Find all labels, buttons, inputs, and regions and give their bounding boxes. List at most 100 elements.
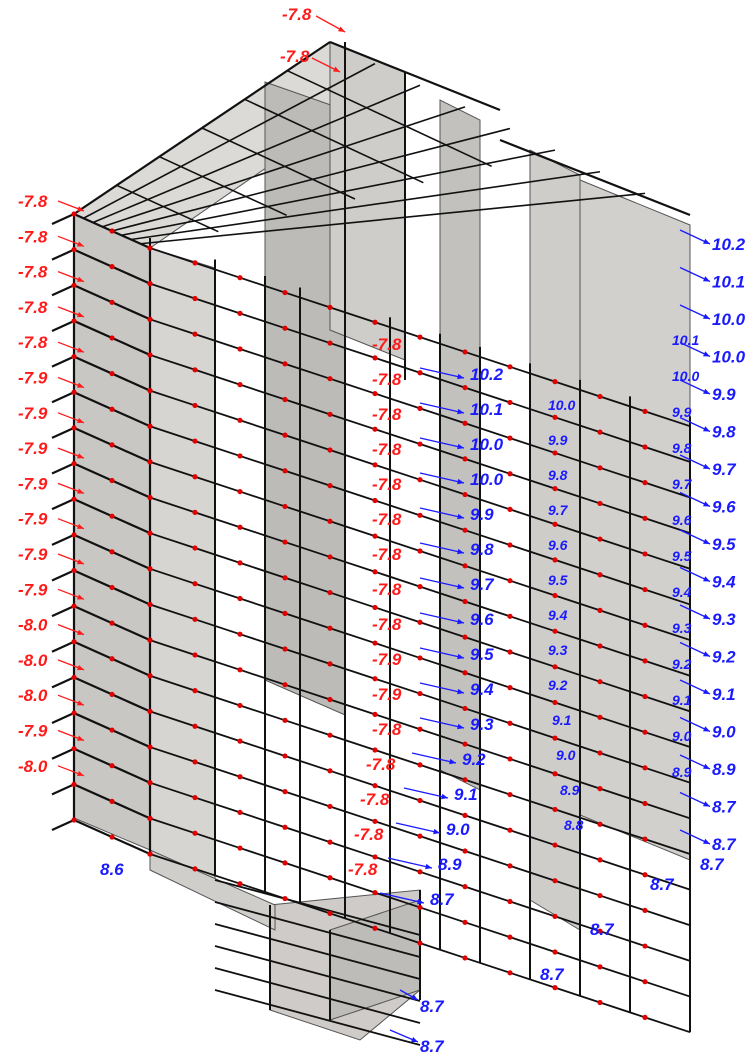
floor-beam-front: [509, 365, 556, 383]
frame-node: [71, 674, 77, 681]
displacement-label: -8.0: [18, 757, 48, 776]
floor-beam-front: [374, 570, 421, 588]
floor-beam-front: [509, 437, 556, 454]
floor-beam-front: [329, 734, 376, 751]
frame-node: [507, 685, 513, 691]
displacement-arrow: [411, 752, 457, 764]
floor-beam-front: [599, 502, 646, 520]
frame-node: [507, 435, 513, 441]
frame-node: [417, 726, 423, 732]
floor-beam-front: [329, 520, 376, 537]
floor-beam-front: [509, 686, 556, 704]
floor-beam-front: [554, 701, 601, 719]
arrow-head: [703, 238, 710, 244]
floor-beam-front: [554, 487, 601, 505]
arrow-head: [457, 513, 464, 520]
roof-beam: [130, 170, 601, 241]
floor-beam-front: [419, 550, 466, 567]
frame-node: [417, 477, 423, 483]
floor-beam-front: [374, 856, 421, 873]
floor-beam-front: [329, 627, 376, 644]
frame-node: [71, 353, 77, 360]
floor-beam-front: [419, 585, 466, 603]
frame-node: [462, 527, 468, 533]
frame-node: [462, 777, 468, 783]
arrow-head: [703, 313, 710, 319]
frame-node: [237, 631, 243, 637]
floor-beam-front: [374, 321, 421, 338]
frame-node: [507, 542, 513, 548]
cantilever-beam: [51, 355, 75, 368]
arrow-head: [703, 688, 710, 694]
displacement-arrow: [419, 612, 465, 624]
arrow-head: [703, 763, 710, 769]
frame-node: [282, 575, 288, 581]
arrow-head: [77, 206, 84, 212]
displacement-label: -7.9: [18, 404, 48, 423]
floor-beam-front: [554, 915, 601, 933]
displacement-arrow: [395, 822, 441, 834]
cantilever-beam: [51, 818, 75, 832]
floor-beam-front: [554, 559, 601, 576]
floor-beam-front: [149, 603, 196, 621]
floor-beam-front: [149, 781, 196, 799]
arrow-head: [703, 613, 710, 619]
floor-beam-front: [149, 746, 196, 763]
floor-beam-front: [509, 829, 556, 846]
displacement-label: 9.1: [454, 785, 478, 804]
arrow-head: [703, 351, 710, 357]
floor-beam-front: [644, 481, 691, 499]
frame-node: [642, 836, 648, 842]
floor-beam-front: [509, 651, 556, 668]
arrow-head: [77, 241, 84, 247]
frame-node: [282, 289, 288, 296]
roof-beam: [83, 62, 376, 219]
floor-beam-front: [599, 431, 646, 448]
floor-beam-front: [554, 737, 601, 754]
frame-node: [417, 370, 423, 376]
floor-beam-front: [509, 615, 556, 633]
displacement-label: 8.7: [712, 835, 737, 854]
displacement-arrow: [419, 507, 465, 519]
displacement-label: -7.8: [18, 192, 48, 211]
arrow-head: [703, 276, 710, 282]
frame-node: [237, 881, 243, 887]
floor-beam-front: [239, 348, 286, 365]
roof-edge-right: [499, 138, 691, 217]
frame-node: [327, 910, 333, 917]
floor-beam-front: [374, 749, 421, 766]
displacement-label: 8.8: [564, 817, 584, 833]
displacement-label: 9.1: [712, 685, 736, 704]
frame-node: [147, 601, 153, 608]
frame-node: [192, 295, 198, 302]
floor-beam-front: [599, 752, 646, 769]
frame-node: [462, 884, 468, 890]
frame-node: [462, 456, 468, 462]
floor-beam-front: [149, 853, 196, 870]
frame-node: [282, 753, 288, 759]
frame-node: [642, 480, 648, 486]
cantilever-beam: [51, 783, 75, 796]
frame-node: [147, 673, 153, 679]
frame-node: [642, 515, 648, 521]
arrow-head: [433, 828, 440, 835]
displacement-label: 9.1: [552, 712, 572, 728]
displacement-label: 9.4: [548, 607, 568, 623]
displacement-label: 9.9: [548, 432, 568, 448]
displacement-label: -7.9: [372, 685, 402, 704]
floor-beam-front: [329, 377, 376, 395]
floor-beam-front: [554, 594, 601, 612]
displacement-arrow: [419, 717, 465, 729]
displacement-label: -7.8: [18, 298, 48, 317]
displacement-label: 9.3: [672, 620, 692, 636]
displacement-label: -7.9: [18, 722, 48, 741]
frame-node: [71, 389, 77, 395]
frame-node: [372, 676, 378, 682]
frame-node: [109, 477, 115, 484]
cantilever-beam: [51, 712, 75, 725]
roof-edge-back: [404, 70, 501, 112]
displacement-label: -7.8: [18, 263, 48, 282]
displacement-label: 8.9: [712, 760, 736, 779]
displacement-label: -7.8: [280, 47, 310, 66]
